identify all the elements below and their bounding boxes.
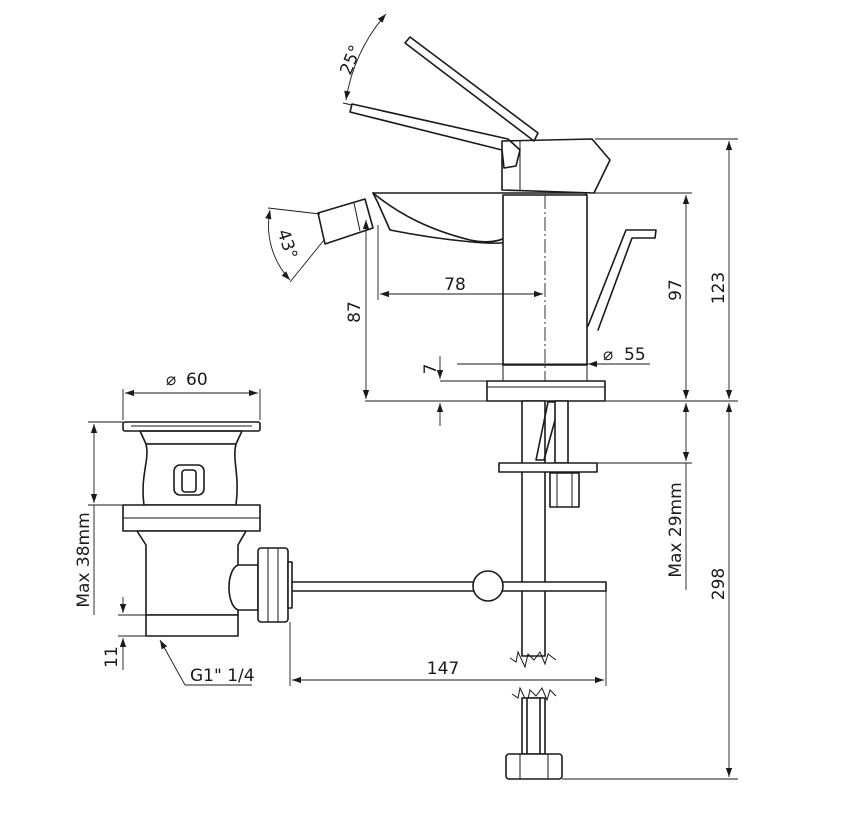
lever-raised bbox=[404, 36, 539, 142]
fixing-plate bbox=[498, 462, 598, 473]
label-counter-max: Max 29mm bbox=[666, 482, 686, 577]
threaded-stud bbox=[521, 400, 546, 657]
label-angle-lever: 25° bbox=[336, 42, 366, 77]
dimension-lines bbox=[88, 13, 738, 780]
label-diameter-waste: 60 bbox=[186, 370, 208, 390]
lever-lowered bbox=[349, 103, 521, 169]
fixing-nut bbox=[549, 472, 580, 508]
label-flange-thickness: 7 bbox=[421, 364, 441, 375]
label-spout-reach: 78 bbox=[444, 275, 466, 295]
waste-valve bbox=[122, 421, 293, 637]
label-thread-size: G1" 1/4 bbox=[190, 666, 255, 686]
label-angle-spout: 43° bbox=[273, 227, 301, 262]
hose-nut bbox=[505, 753, 563, 780]
label-spout-height: 87 bbox=[345, 301, 365, 323]
dimension-labels: 25° 43° 78 87 97 123 ⌀ 55 7 ⌀ 60 Max 38m… bbox=[74, 42, 729, 686]
label-below-height: 298 bbox=[709, 568, 729, 600]
label-total-height: 123 bbox=[709, 272, 729, 304]
spout-nozzle bbox=[317, 198, 374, 245]
under-counter-fittings bbox=[289, 400, 607, 780]
label-waste-max: Max 38mm bbox=[74, 512, 94, 607]
handle-body bbox=[501, 138, 611, 194]
label-rod-length: 147 bbox=[427, 659, 459, 679]
base-flange bbox=[486, 380, 606, 402]
rod-ball bbox=[472, 570, 504, 602]
popup-rod bbox=[587, 229, 657, 331]
label-body-height: 97 bbox=[666, 279, 686, 301]
mixer-tap bbox=[317, 36, 657, 402]
waste-body-lower bbox=[136, 530, 247, 616]
label-waste-thread-height: 11 bbox=[102, 646, 122, 668]
diameter-symbol-55: ⌀ bbox=[603, 345, 613, 365]
diameter-symbol-60: ⌀ bbox=[166, 370, 176, 390]
horizontal-rod bbox=[289, 581, 607, 592]
label-diameter-base: 55 bbox=[624, 345, 646, 365]
waste-side-connector bbox=[228, 564, 259, 611]
